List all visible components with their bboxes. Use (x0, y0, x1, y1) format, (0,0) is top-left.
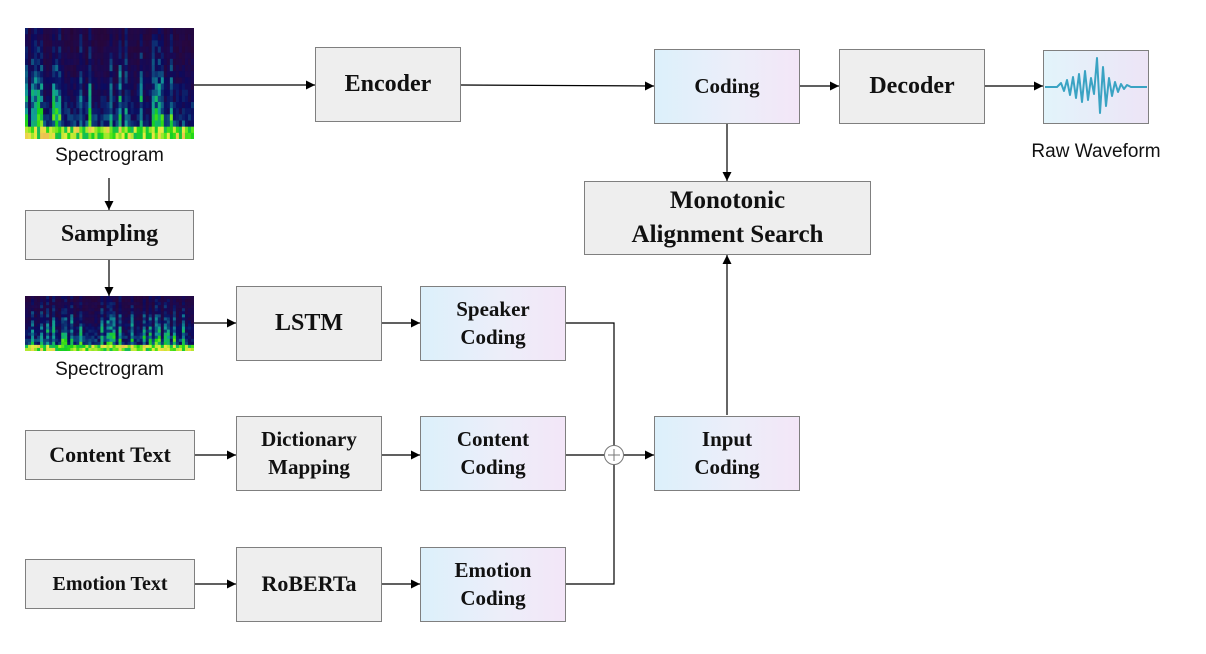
roberta-label: RoBERTa (261, 571, 357, 597)
emotion-coding-box: Emotion Coding (420, 547, 566, 622)
coding-label: Coding (694, 73, 760, 98)
coding-box: Coding (654, 49, 800, 124)
dictionary-mapping-label: Dictionary Mapping (261, 427, 357, 479)
spectrogram-caption: Spectrogram (55, 359, 164, 380)
line-emotion-to-sum (566, 465, 615, 585)
content-text-box: Content Text (25, 430, 195, 480)
emotion-coding-label: Emotion Coding (454, 558, 532, 610)
lstm-box: LSTM (236, 286, 382, 361)
input-coding-box: Input Coding (654, 416, 800, 491)
decoder-box: Decoder (839, 49, 985, 124)
encoder-box: Encoder (315, 47, 461, 122)
content-coding-label: Content Coding (456, 427, 530, 479)
content-coding-box: Content Coding (420, 416, 566, 491)
encoder-label: Encoder (344, 70, 432, 97)
input-coding-label: Input Coding (694, 427, 760, 479)
spectrogram-image (25, 296, 194, 351)
arrow-encoder-to-coding (460, 81, 655, 91)
decoder-label: Decoder (869, 72, 955, 99)
sampling-box: Sampling (25, 210, 194, 260)
spectrogram-image (25, 28, 194, 139)
spectrogram-caption: Spectrogram (55, 145, 164, 166)
line-speaker-to-sum (566, 322, 615, 445)
speaker-coding-label: Speaker Coding (456, 297, 530, 349)
content-text-label: Content Text (49, 441, 171, 467)
dictionary-mapping-box: Dictionary Mapping (236, 416, 382, 491)
speaker-coding-box: Speaker Coding (420, 286, 566, 361)
monotonic-alignment-search-label: Monotonic Alignment Search (631, 187, 824, 248)
plus-circle-icon (604, 445, 624, 465)
roberta-box: RoBERTa (236, 547, 382, 622)
sampling-label: Sampling (60, 221, 159, 248)
emotion-text-box: Emotion Text (25, 559, 195, 609)
waveform-image (1043, 50, 1149, 124)
monotonic-alignment-search-box: Monotonic Alignment Search (584, 181, 871, 255)
raw-waveform-caption: Raw Waveform (1031, 141, 1161, 162)
lstm-label: LSTM (274, 309, 343, 336)
emotion-text-label: Emotion Text (52, 573, 168, 595)
